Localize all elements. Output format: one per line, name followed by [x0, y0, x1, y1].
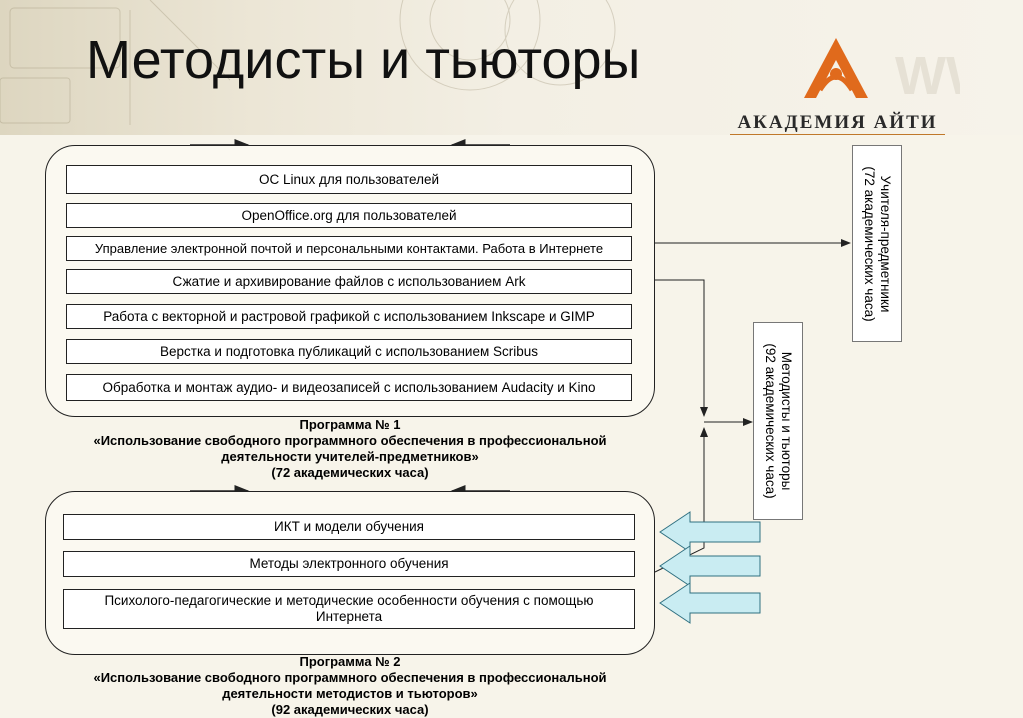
program2-caption-hours: (92 академических часа) [271, 702, 429, 717]
program1-course: OpenOffice.org для пользователей [66, 203, 632, 228]
block-arrow-1 [659, 511, 761, 553]
academy-logo-icon: WW [804, 38, 960, 106]
teachers-box: Учителя-предметники (72 академических ча… [852, 145, 902, 342]
block-arrow-2 [659, 545, 761, 587]
block-arrow-3 [659, 582, 761, 624]
logo-underline [730, 134, 945, 135]
program1-caption-name-cont: деятельности учителей-предметников» [221, 449, 479, 464]
program1-caption-name: «Использование свободного программного о… [93, 433, 607, 448]
program1-course: Верстка и подготовка публикаций с исполь… [66, 339, 632, 364]
program2-course: Психолого-педагогические и методические … [63, 589, 635, 629]
teachers-label: Учителя-предметники (72 академических ча… [861, 166, 893, 321]
methodists-title: Методисты и тьюторы [779, 351, 794, 491]
teachers-title: Учителя-предметники [878, 175, 893, 312]
methodists-hours: (92 академических часа) [763, 343, 778, 499]
header-decoration [0, 0, 616, 125]
methodists-box: Методисты и тьюторы (92 академических ча… [753, 322, 803, 520]
program1-course: Сжатие и архивирование файлов с использо… [66, 269, 632, 294]
panel1-down-line [653, 279, 708, 417]
program2-course: ИКТ и модели обучения [63, 514, 635, 540]
program2-caption-title: Программа № 2 [299, 654, 401, 669]
program1-caption-title: Программа № 1 [299, 417, 401, 432]
methodists-label: Методисты и тьюторы (92 академических ча… [762, 343, 794, 498]
program2-caption-name: «Использование свободного программного о… [93, 670, 607, 685]
program1-caption: Программа № 1 «Использование свободного … [60, 417, 640, 481]
program2-caption: Программа № 2 «Использование свободного … [60, 654, 640, 718]
teachers-hours: (72 академических часа) [862, 165, 877, 322]
panel2-up-line [654, 427, 708, 573]
slide-header: Методисты и тьюторы WW АКАДЕМИЯ АЙТИ [0, 0, 1023, 135]
program1-course: Управление электронной почтой и персонал… [66, 236, 632, 261]
program1-course: Работа с векторной и растровой графикой … [66, 304, 632, 329]
program2-course: Методы электронного обучения [63, 551, 635, 577]
program1-caption-hours: (72 академических часа) [271, 465, 429, 480]
logo-text: АКАДЕМИЯ АЙТИ [737, 112, 938, 133]
program1-course: Обработка и монтаж аудио- и видеозаписей… [66, 374, 632, 401]
program1-course: ОС Linux для пользователей [66, 165, 632, 194]
page-title: Методисты и тьюторы [86, 30, 641, 90]
logo-watermark: WW [895, 46, 960, 106]
program2-caption-name-cont: деятельности методистов и тьюторов» [222, 686, 478, 701]
